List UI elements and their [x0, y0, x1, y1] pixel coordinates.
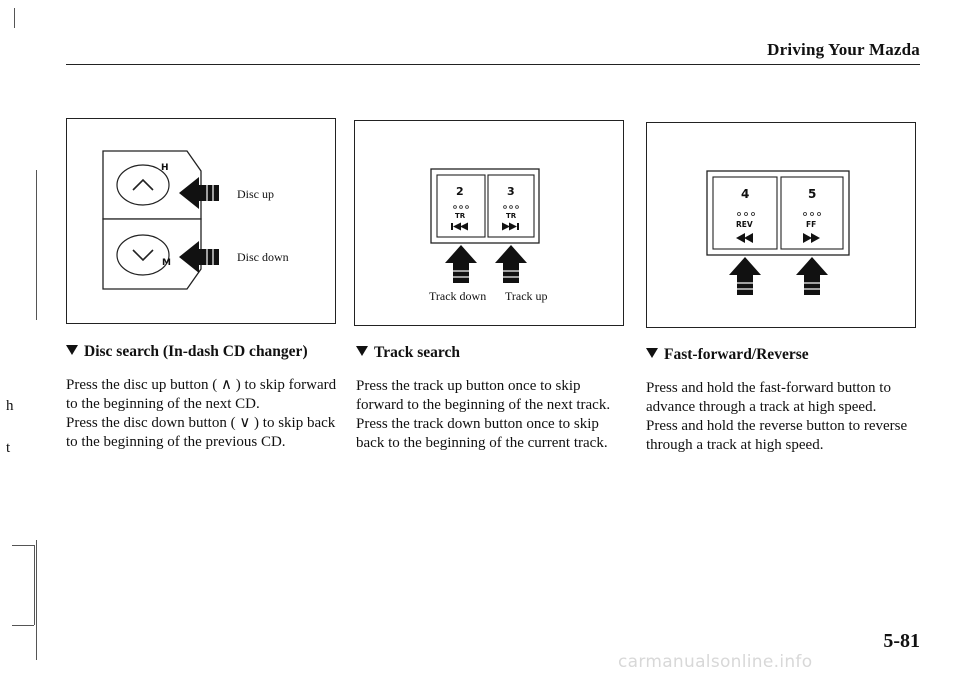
disc-down-button [116, 234, 170, 276]
rev-label: REV [736, 220, 753, 229]
skip-back-icon [451, 222, 468, 231]
disc-down-caption: Disc down [237, 250, 289, 264]
chevron-down-icon [132, 249, 154, 262]
fast-forward-icon [803, 233, 820, 243]
figure-ff-rev-buttons: 4 REV 5 FF [646, 122, 916, 328]
figure-track-buttons: 2 TR 3 TR Track down Track up [354, 120, 624, 326]
disc-buttons-diagram [102, 150, 219, 290]
track-up-caption: Track up [505, 289, 548, 303]
section-body-ff-reverse: Press and hold the fast-forward button t… [646, 379, 916, 455]
arrow-up-icon [729, 257, 761, 295]
scan-edge-line [12, 545, 34, 546]
scan-edge-line [12, 625, 34, 626]
disc-up-caption: Disc up [237, 187, 274, 201]
section-marker-icon [356, 346, 368, 356]
rewind-icon [736, 233, 753, 243]
skip-forward-icon [502, 222, 519, 231]
track-up-label: TR [506, 212, 517, 220]
paragraph: Press and hold the reverse button to rev… [646, 418, 908, 453]
section-marker-icon [646, 348, 658, 358]
track-down-number: 2 [456, 185, 464, 198]
ff-label: FF [806, 220, 817, 229]
header-rule [66, 64, 920, 65]
paragraph: Press the disc up button ( ∧ ) to skip f… [66, 377, 337, 412]
disc-down-letter: M [162, 258, 171, 268]
indicator-dots [453, 205, 519, 209]
scan-edge-line [14, 8, 15, 28]
section-marker-icon [66, 345, 78, 355]
scan-edge-line [36, 170, 37, 320]
disc-up-letter: H [161, 163, 169, 173]
paragraph: Press the track down button once to skip… [356, 416, 608, 451]
rev-number: 4 [741, 187, 750, 201]
figure-disc-buttons: H M Disc up Disc down [66, 118, 336, 324]
arrow-left-icon [179, 177, 219, 209]
ff-number: 5 [808, 187, 817, 201]
section-title-ff-reverse: Fast-forward/Reverse [646, 346, 809, 364]
section-title-track-search: Track search [356, 344, 460, 362]
indicator-dots [737, 212, 821, 216]
section-body-track-search: Press the track up button once to skip f… [356, 377, 622, 453]
section-body-disc-search: Press the disc up button ( ∧ ) to skip f… [66, 376, 340, 452]
arrow-up-icon [495, 245, 527, 283]
watermark-text: carmanualsonline.info [618, 652, 813, 672]
paragraph: Press the disc down button ( ∨ ) to skip… [66, 415, 336, 450]
track-down-caption: Track down [429, 289, 487, 303]
chevron-up-icon [132, 178, 154, 191]
scan-edge-line [34, 545, 35, 625]
track-buttons-diagram [430, 168, 540, 283]
margin-letter-h: h [6, 398, 14, 414]
ff-rev-buttons-diagram [706, 170, 850, 295]
arrow-left-icon [179, 241, 219, 273]
track-up-number: 3 [507, 185, 515, 198]
arrow-up-icon [445, 245, 477, 283]
paragraph: Press the track up button once to skip f… [356, 378, 611, 413]
paragraph: Press and hold the fast-forward button t… [646, 380, 891, 415]
track-down-label: TR [455, 212, 466, 220]
disc-up-button [116, 164, 170, 206]
page-number: 5-81 [883, 630, 920, 652]
section-title-disc-search: Disc search (In-dash CD changer) [66, 343, 308, 361]
margin-letter-t: t [6, 440, 11, 456]
arrow-up-icon [796, 257, 828, 295]
page-header-title: Driving Your Mazda [767, 40, 920, 59]
scan-edge-line [36, 540, 37, 660]
